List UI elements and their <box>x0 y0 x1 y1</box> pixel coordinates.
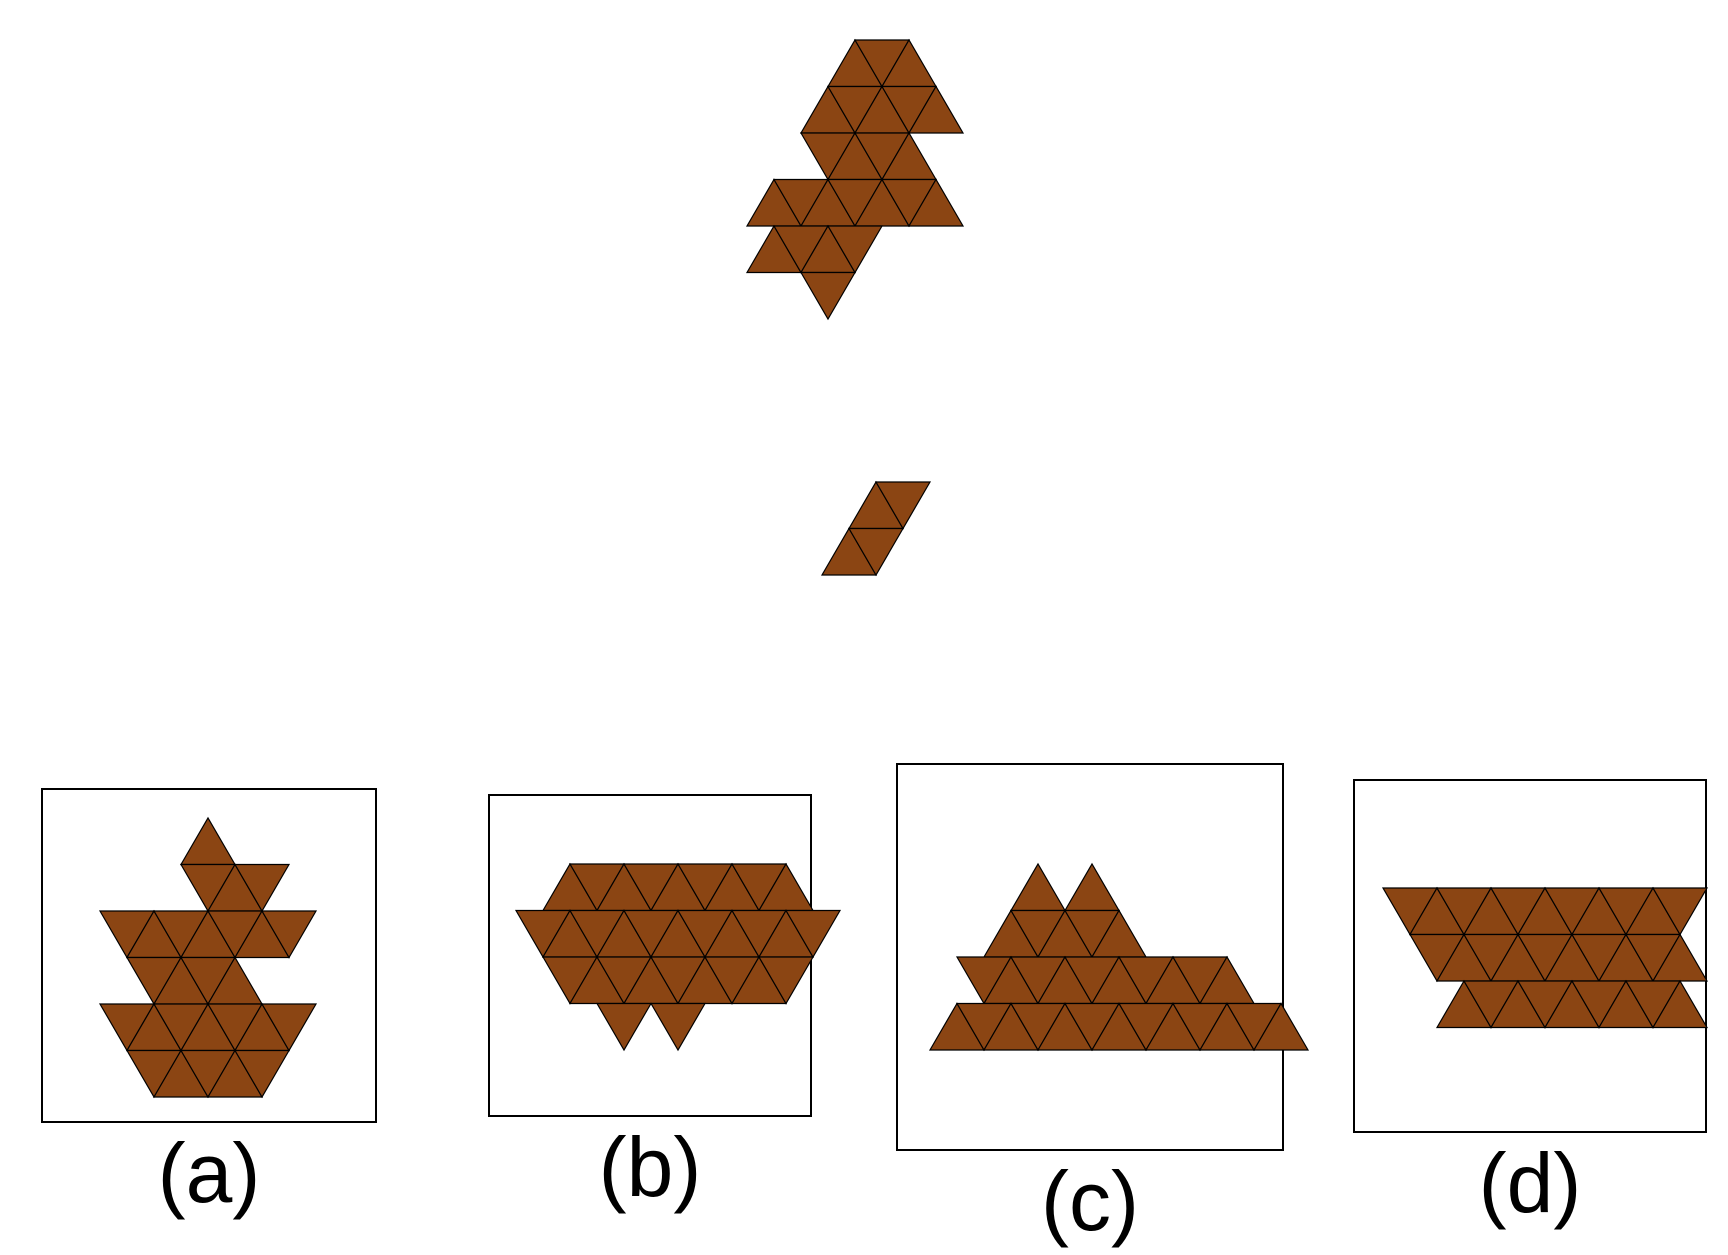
option-a-triangle <box>260 910 318 959</box>
target-triangle <box>907 85 965 134</box>
option-a-shape <box>98 816 318 1099</box>
option-b-triangle <box>649 1002 707 1052</box>
option-d-triangle <box>1651 979 1709 1029</box>
option-a-triangle <box>179 816 237 866</box>
option-d-label: (d) <box>1479 1136 1582 1230</box>
option-a[interactable]: (a) <box>41 788 377 1220</box>
option-d-triangle <box>1651 887 1709 936</box>
option-a-frame <box>41 788 377 1123</box>
option-c[interactable]: (c) <box>896 763 1310 1248</box>
option-b-triangle <box>784 909 842 959</box>
option-b-triangle <box>757 956 815 1005</box>
target-triangle <box>826 225 884 274</box>
piece-triangle <box>847 527 905 577</box>
target-triangle <box>799 271 857 321</box>
option-d-shape <box>1381 886 1709 1029</box>
option-a-triangle <box>233 1049 291 1099</box>
option-a-triangle <box>233 863 291 913</box>
option-a-label: (a) <box>158 1126 261 1220</box>
option-b[interactable]: (b) <box>488 794 842 1214</box>
option-c-triangle <box>1252 1002 1310 1051</box>
option-b-label: (b) <box>599 1120 702 1214</box>
piece-triangle <box>874 481 932 530</box>
option-c-label: (c) <box>1041 1154 1139 1248</box>
option-d[interactable]: (d) <box>1353 779 1709 1230</box>
option-c-triangle <box>1063 862 1121 912</box>
target-figure <box>745 38 965 321</box>
option-c-triangle <box>1009 862 1067 912</box>
option-b-shape <box>514 862 842 1052</box>
option-a-triangle <box>260 1003 318 1052</box>
option-d-frame <box>1353 779 1707 1133</box>
piece-figure <box>820 480 932 577</box>
target-triangle <box>907 178 965 227</box>
option-c-frame <box>896 763 1284 1151</box>
option-b-triangle <box>595 1002 653 1052</box>
option-c-shape <box>928 862 1310 1052</box>
